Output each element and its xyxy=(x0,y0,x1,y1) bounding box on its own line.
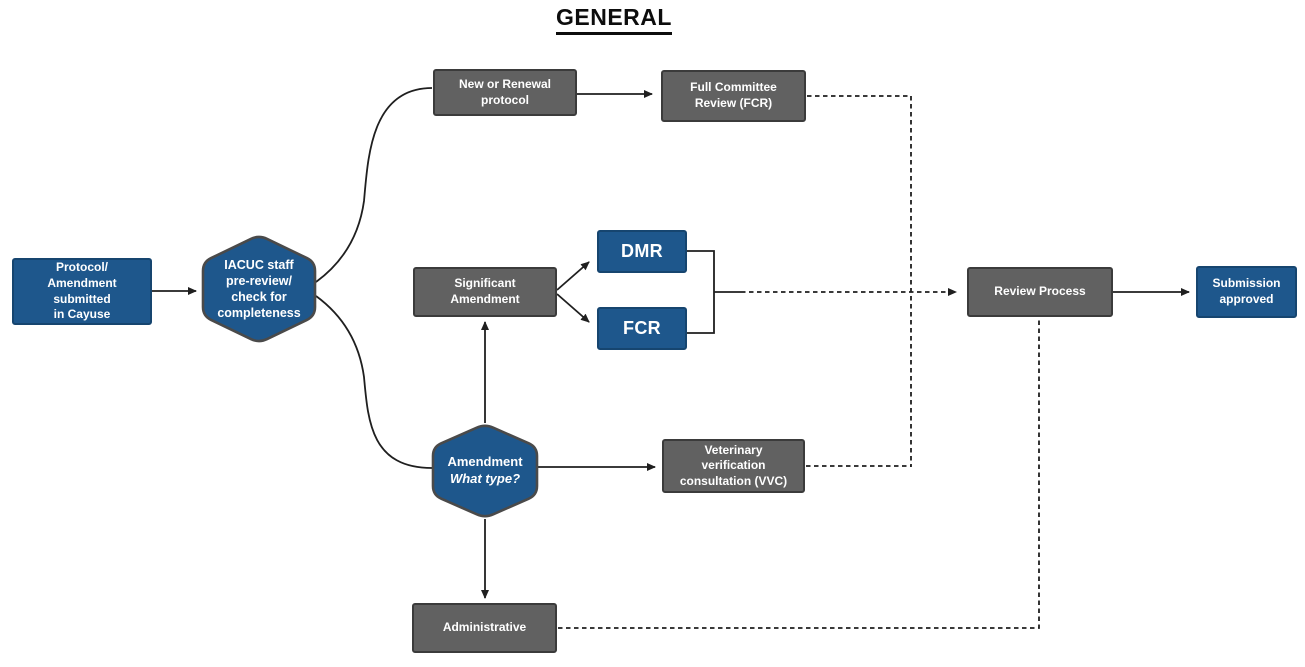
node-amendment-line1: Amendment xyxy=(447,454,523,470)
node-submission-approved: Submission approved xyxy=(1196,266,1297,318)
node-veterinary-verification-consultation-vvc: Veterinary verification consultation (VV… xyxy=(662,439,805,493)
node-amendment-what-type: Amendment What type? xyxy=(433,424,537,518)
node-new-or-renewal-protocol: New or Renewal protocol xyxy=(433,69,577,116)
node-iacuc-pre-review: IACUC staff pre-review/ check for comple… xyxy=(203,235,315,343)
node-fcr: FCR xyxy=(597,307,687,350)
node-administrative-label: Administrative xyxy=(442,620,527,635)
node-new-or-renewal-protocol-label: New or Renewal protocol xyxy=(458,76,552,107)
node-submission-approved-label: Submission approved xyxy=(1212,276,1281,306)
edge-significant-to-dmr xyxy=(556,261,590,291)
node-dmr-label: DMR xyxy=(621,240,663,261)
node-protocol-submitted-label: Protocol/ Amendment submitted in Cayuse xyxy=(47,260,117,322)
node-full-committee-review-fcr: Full Committee Review (FCR) xyxy=(661,70,806,122)
edge-dmr-fcr-bracket xyxy=(687,250,715,334)
edge-significant-to-fcr xyxy=(556,293,590,323)
node-significant-amendment-label: Significant Amendment xyxy=(450,276,520,306)
node-iacuc-pre-review-label: IACUC staff pre-review/ check for comple… xyxy=(217,257,301,321)
edge-iacuc-to-new-renewal xyxy=(315,87,433,283)
page-title: GENERAL xyxy=(556,4,672,35)
node-administrative: Administrative xyxy=(412,603,557,653)
node-review-process-label: Review Process xyxy=(994,284,1086,299)
node-fcr-label: FCR xyxy=(623,317,661,338)
edge-iacuc-to-amendment xyxy=(315,295,433,469)
node-amendment-line2: What type? xyxy=(449,471,521,486)
node-review-process: Review Process xyxy=(967,267,1113,317)
node-protocol-submitted: Protocol/ Amendment submitted in Cayuse xyxy=(12,258,152,325)
node-dmr: DMR xyxy=(597,230,687,273)
edge-administrative-dashed xyxy=(558,320,1040,629)
iacuc-hexagon-shape xyxy=(201,235,317,343)
node-significant-amendment: Significant Amendment xyxy=(413,267,557,317)
node-vvc-label: Veterinary verification consultation (VV… xyxy=(679,442,788,488)
node-full-committee-review-fcr-label: Full Committee Review (FCR) xyxy=(690,80,777,110)
edge-full-fcr-dashed xyxy=(807,95,912,467)
amendment-hexagon-shape xyxy=(431,424,539,518)
